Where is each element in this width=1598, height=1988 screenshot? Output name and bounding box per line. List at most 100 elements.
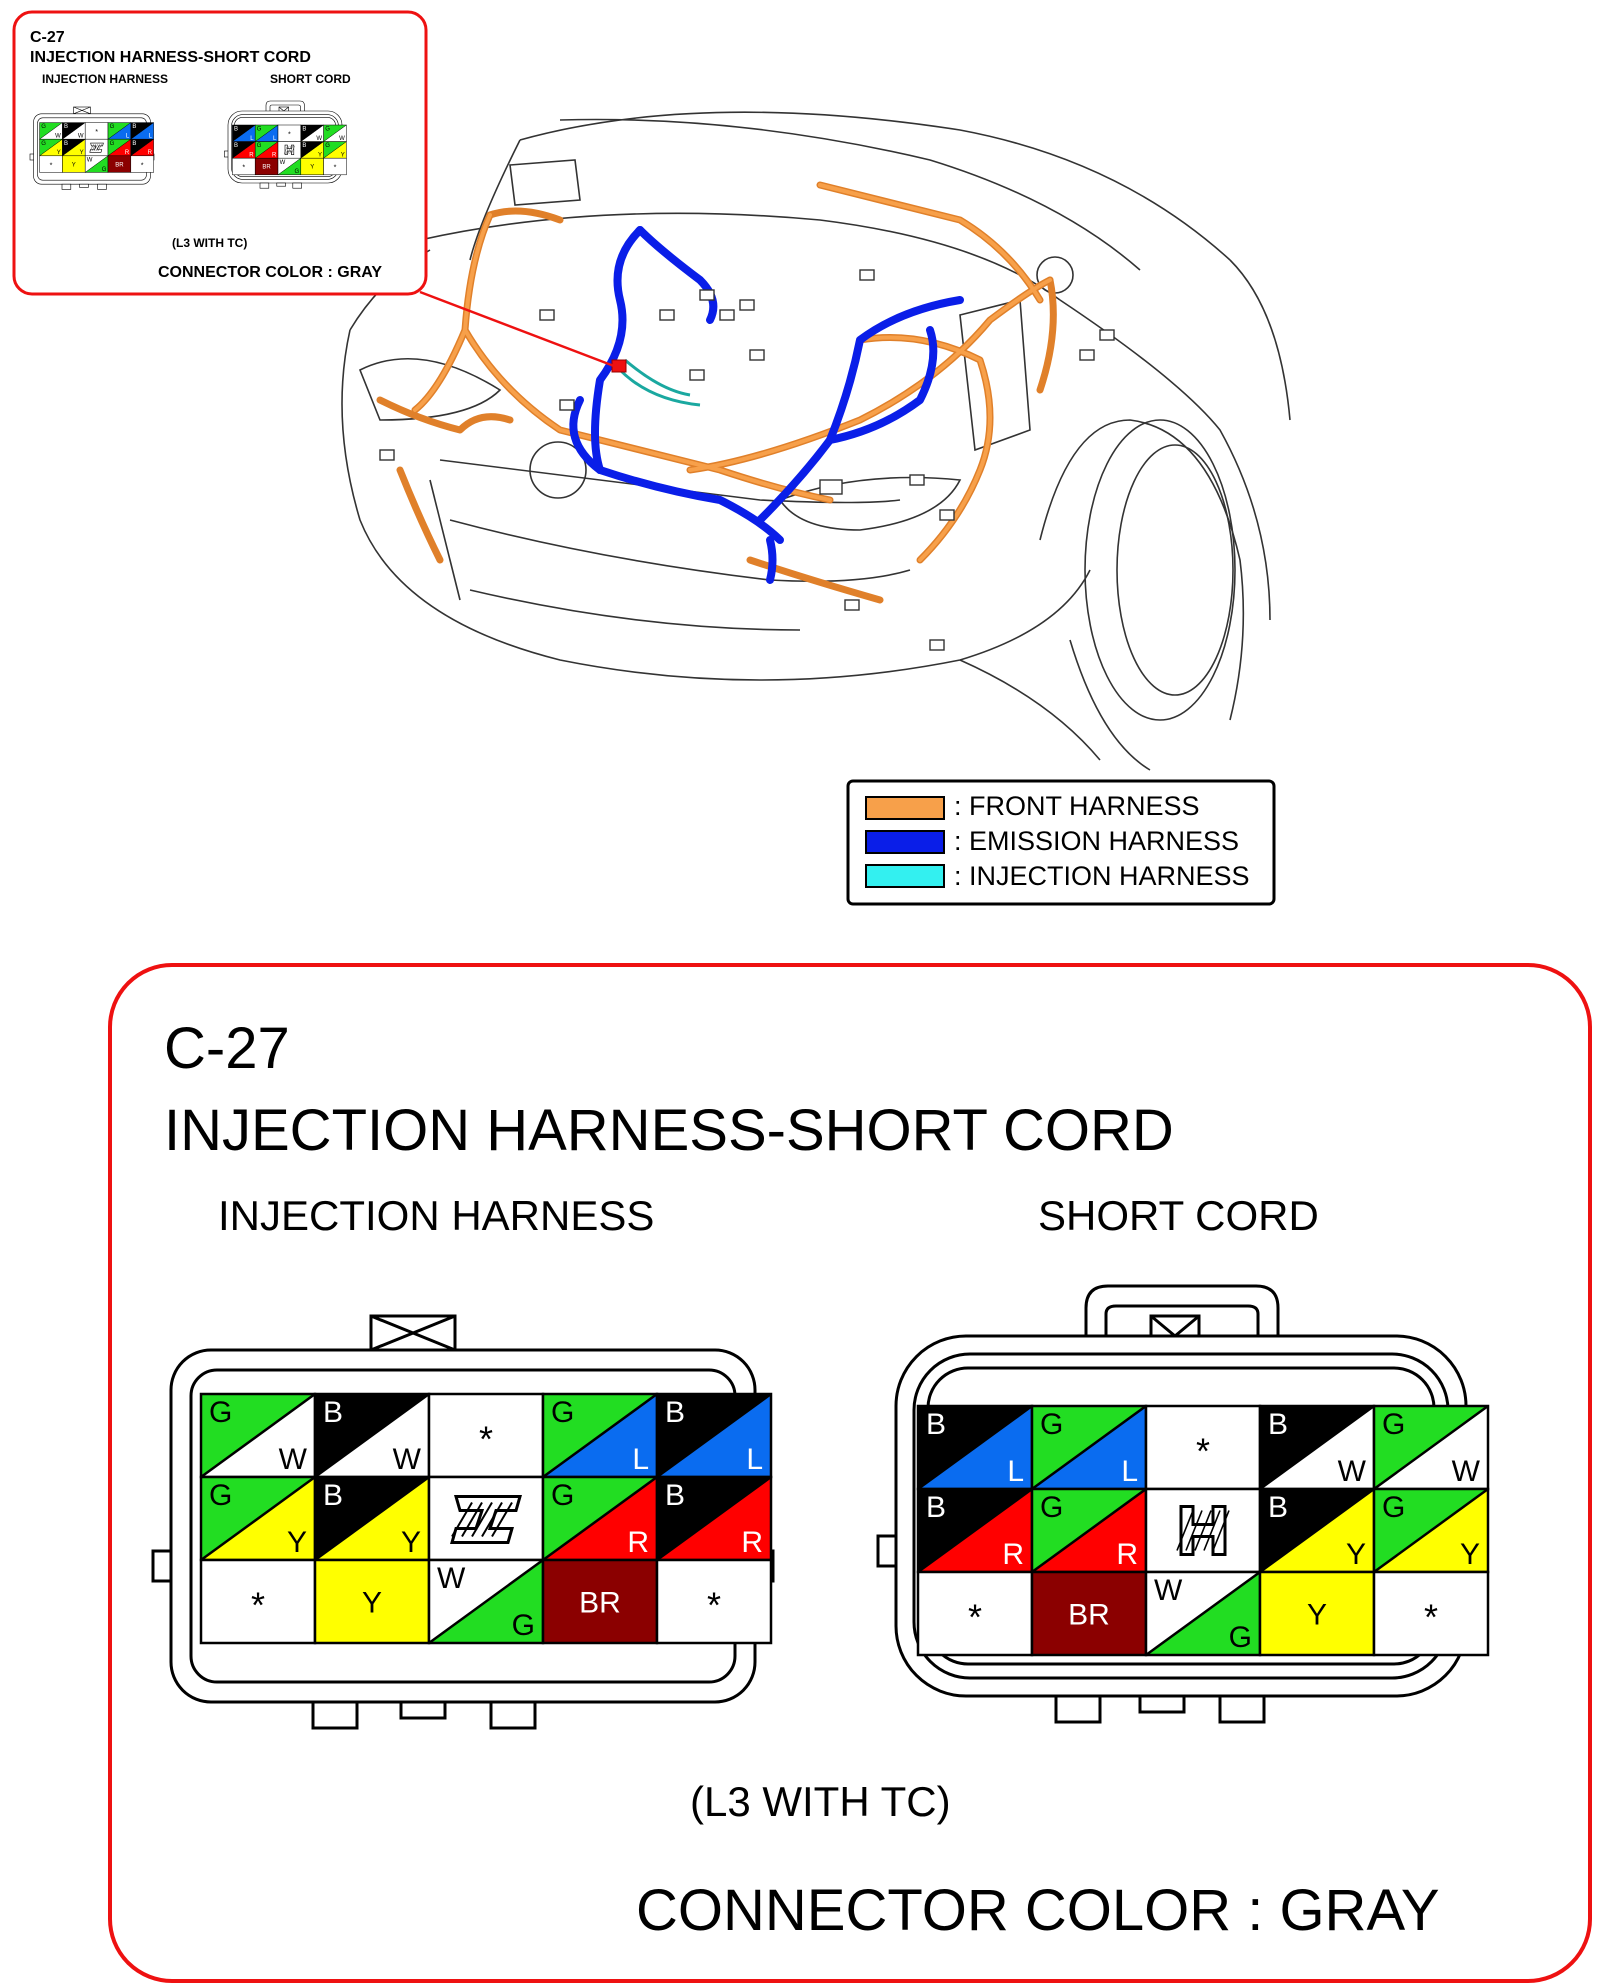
terminal-pin <box>427 1475 545 1562</box>
wire-color-label: G <box>325 143 330 149</box>
legend-swatch-emission-harness <box>865 830 945 854</box>
empty-cavity-mark: * <box>50 160 53 169</box>
wire-color-label: G <box>257 143 262 149</box>
terminal-pin: WG <box>1144 1570 1262 1657</box>
terminal-pin: BL <box>232 124 256 142</box>
callout-small-id: C-27 <box>30 29 65 46</box>
terminal-pin: GW <box>323 124 347 142</box>
terminal-pin: GY <box>199 1475 317 1562</box>
callout-small-right-label: SHORT CORD <box>270 72 351 86</box>
terminal-pin: GR <box>541 1475 659 1562</box>
wire-color-label: Y <box>1307 1599 1327 1632</box>
terminal-pin: * <box>130 155 154 173</box>
wire-color-label: Y <box>1460 1538 1480 1571</box>
wire-color-label: R <box>125 150 130 156</box>
wire-color-label: B <box>132 124 136 130</box>
wire-color-label: L <box>1121 1455 1138 1488</box>
wire-color-label: L <box>149 134 153 140</box>
terminal-pin: BW <box>1258 1404 1376 1491</box>
wire-color-label: BR <box>115 162 124 168</box>
terminal-pin: * <box>655 1558 773 1645</box>
terminal-pin: BY <box>62 138 86 156</box>
terminal-pin: WG <box>84 155 109 173</box>
wire-color-label: G <box>257 127 262 133</box>
terminal-pin: * <box>916 1570 1034 1657</box>
terminal-pin: * <box>277 124 302 142</box>
legend-label-injection-harness: : INJECTION HARNESS <box>954 861 1250 891</box>
callout-large-id: C-27 <box>164 1016 290 1081</box>
wire-color-label: G <box>1382 1491 1405 1524</box>
legend-swatch-front-harness <box>865 796 945 820</box>
wire-color-label: Y <box>72 162 76 168</box>
empty-cavity-mark: * <box>251 1585 265 1626</box>
wire-color-label: L <box>250 136 254 142</box>
terminal-pin: BL <box>916 1404 1034 1491</box>
terminal-pin: BR <box>655 1475 773 1562</box>
legend-label-emission-harness: : EMISSION HARNESS <box>954 826 1239 856</box>
wire-color-label: Y <box>57 150 61 156</box>
wire-color-label: G <box>551 1396 574 1429</box>
wire-color-label: L <box>746 1443 763 1476</box>
terminal-pin: BR <box>107 155 132 173</box>
legend-label-front-harness: : FRONT HARNESS <box>954 791 1200 821</box>
wire-color-label: Y <box>318 153 322 159</box>
terminal-pin: WG <box>277 157 302 175</box>
wire-color-label: Y <box>362 1587 382 1620</box>
callout-large-right-label: SHORT CORD <box>1038 1192 1319 1239</box>
terminal-pin: * <box>1144 1404 1262 1491</box>
terminal-pin: Y <box>313 1558 431 1645</box>
terminal-pin: * <box>199 1558 317 1645</box>
wire-color-label: B <box>1268 1408 1288 1441</box>
wire-color-label: R <box>272 153 277 159</box>
legend-swatch-injection-harness <box>865 864 945 888</box>
terminal-pin: Y <box>300 157 324 176</box>
wire-color-label: R <box>741 1526 763 1559</box>
terminal-pin: Y <box>1258 1570 1376 1657</box>
callout-leader-line <box>419 290 615 368</box>
wire-color-label: B <box>323 1396 343 1429</box>
terminal-pin: BR <box>232 141 256 159</box>
terminal-pin: GL <box>1030 1404 1148 1491</box>
wire-color-label: Y <box>401 1526 421 1559</box>
wire-color-label: B <box>64 141 68 147</box>
terminal-pin: BY <box>313 1475 431 1562</box>
wire-color-label: B <box>234 127 238 133</box>
terminal-pin <box>84 138 109 157</box>
callout-large-connector-color: CONNECTOR COLOR : GRAY <box>636 1878 1440 1943</box>
terminal-pin: GL <box>254 124 279 142</box>
terminal-pin: BW <box>313 1392 431 1479</box>
wire-color-label: BR <box>579 1587 621 1620</box>
terminal-pin: BR <box>1030 1570 1148 1657</box>
terminal-pin: * <box>323 157 347 176</box>
front-harness-wires <box>376 181 1057 604</box>
callout-small-note: (L3 WITH TC) <box>172 236 247 250</box>
terminal-pin: GW <box>1372 1404 1490 1491</box>
terminal-pin: * <box>1372 1570 1490 1657</box>
wire-color-label: G <box>1382 1408 1405 1441</box>
wire-color-label: Y <box>287 1526 307 1559</box>
callout-large-title: INJECTION HARNESS-SHORT CORD <box>164 1098 1174 1163</box>
wire-color-label: BR <box>262 165 271 171</box>
wire-color-label: B <box>665 1396 685 1429</box>
wire-color-label: G <box>110 124 115 130</box>
callout-small-left-label: INJECTION HARNESS <box>42 72 168 86</box>
terminal-pin: GL <box>541 1392 659 1479</box>
wire-color-label: BR <box>1068 1599 1110 1632</box>
empty-cavity-mark: * <box>707 1585 721 1626</box>
wire-color-label: W <box>1154 1574 1183 1607</box>
emission-harness-wires <box>569 226 964 584</box>
terminal-pin <box>1144 1487 1262 1574</box>
wire-color-label: G <box>102 167 107 173</box>
terminal-pin: BR <box>916 1487 1034 1574</box>
wire-color-label: G <box>551 1479 574 1512</box>
wire-color-label: R <box>1002 1538 1024 1571</box>
terminal-pin <box>277 141 302 159</box>
terminal-pin: GR <box>107 138 132 156</box>
terminal-pin: BR <box>541 1558 659 1645</box>
terminal-pin: GY <box>1372 1487 1490 1574</box>
wire-color-label: B <box>665 1479 685 1512</box>
